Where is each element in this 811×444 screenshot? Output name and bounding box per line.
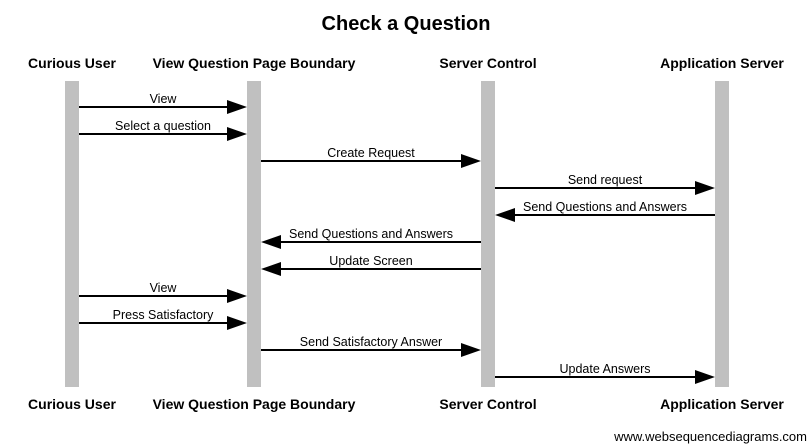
lifeline-appserver [715,81,729,387]
message-arrowhead [495,208,515,222]
message-arrowhead [227,127,247,141]
message-label: Create Request [327,146,415,160]
participant-user-top: Curious User [28,55,116,71]
participant-boundary-bottom: View Question Page Boundary [153,396,356,412]
message: Send Questions and Answers [261,227,481,249]
message-label: Update Answers [559,362,650,376]
participant-boundary-top: View Question Page Boundary [153,55,356,71]
message-arrowhead [461,343,481,357]
message-label: Send request [568,173,643,187]
participant-headers-bottom: Curious User View Question Page Boundary S… [28,396,784,412]
message-label: Update Screen [329,254,412,268]
message: Create Request [261,146,481,168]
footer-watermark: www.websequencediagrams.com [613,429,807,444]
message-label: View [150,281,178,295]
message-arrowhead [261,235,281,249]
message: Send request [495,173,715,195]
message-arrowhead [227,316,247,330]
participant-headers-top: Curious User View Question Page Boundary S… [28,55,784,71]
message: Update Screen [261,254,481,276]
message-arrowhead [461,154,481,168]
message: View [79,281,247,303]
participant-appserver-top: Application Server [660,55,784,71]
message-arrowhead [227,100,247,114]
lifeline-user [65,81,79,387]
participant-control-top: Server Control [439,55,536,71]
lifeline-control [481,81,495,387]
message-label: Send Questions and Answers [289,227,453,241]
participant-user-bottom: Curious User [28,396,116,412]
participant-appserver-bottom: Application Server [660,396,784,412]
message: Update Answers [495,362,715,384]
lifelines [65,81,729,387]
message-arrowhead [695,370,715,384]
message-label: Send Satisfactory Answer [300,335,442,349]
message-label: Send Questions and Answers [523,200,687,214]
message-arrowhead [227,289,247,303]
message-label: Select a question [115,119,211,133]
message: Send Satisfactory Answer [261,335,481,357]
message-label: Press Satisfactory [113,308,214,322]
diagram-title: Check a Question [322,13,491,35]
participant-control-bottom: Server Control [439,396,536,412]
message: Select a question [79,119,247,141]
message-label: View [150,92,178,106]
message: Press Satisfactory [79,308,247,330]
message: View [79,92,247,114]
lifeline-boundary [247,81,261,387]
message: Send Questions and Answers [495,200,715,222]
message-arrowhead [261,262,281,276]
message-arrowhead [695,181,715,195]
